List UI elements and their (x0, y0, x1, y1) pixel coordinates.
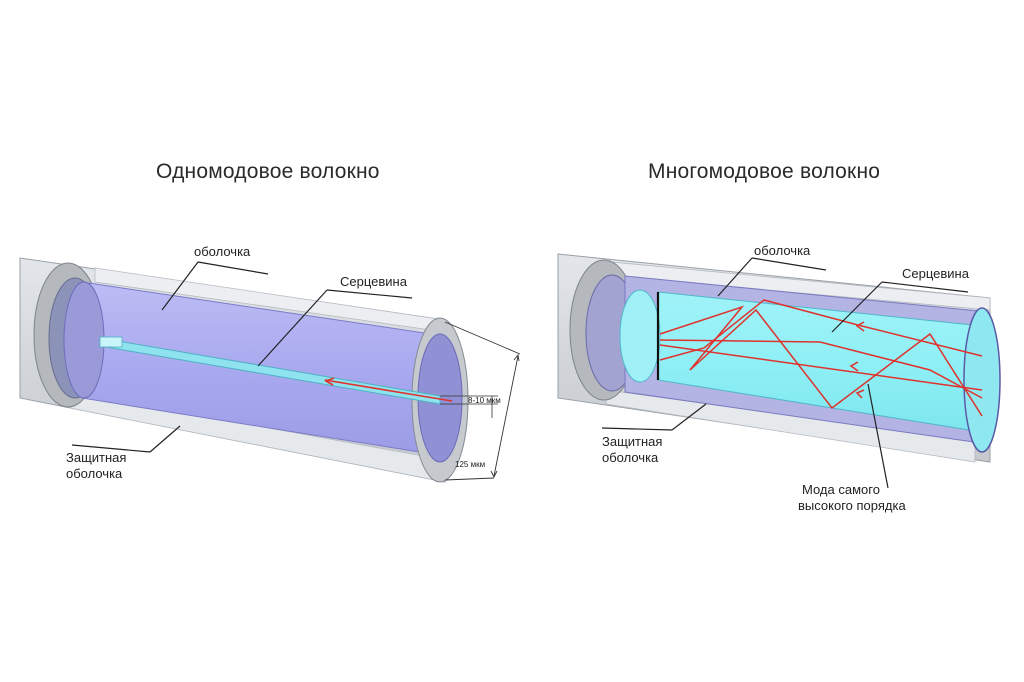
sm-core-leader-h (326, 289, 413, 299)
mm-cladding-leader (717, 257, 753, 297)
mm-coating-label-line2: оболочка (602, 450, 659, 465)
sm-cladding-leader (161, 261, 199, 311)
sm-ray-arrow (324, 377, 335, 386)
sm-core-leader (257, 289, 328, 367)
mm-mode-leader (867, 383, 889, 489)
sm-core-tip (99, 336, 123, 348)
sm-fiber-dimension-label: 125 мкм (455, 460, 485, 469)
sm-light-ray (324, 379, 453, 402)
mm-mode-label-line2: высокого порядка (798, 498, 906, 513)
mm-cladding-label: оболочка (754, 243, 811, 258)
mm-cladding-leader-h (751, 257, 827, 271)
single-mode-fiber: оболочка Серцевина Защитная оболочка 8-1… (19, 244, 521, 483)
mm-mode-label-line1: Мода самого (802, 482, 880, 497)
mm-ray-low-order (659, 299, 983, 361)
sm-core-dimension-label: 8-10 мкм (468, 396, 501, 405)
sm-cladding-label: оболочка (194, 244, 251, 259)
mm-ray-axial (659, 344, 983, 391)
sm-coating-label-line2: оболочка (66, 466, 123, 481)
mm-core-label: Серцевина (902, 266, 970, 281)
mm-end-face-right (963, 307, 1001, 453)
mm-coating-label-line1: Защитная (602, 434, 662, 449)
sm-coating-label-line1: Защитная (66, 450, 126, 465)
single-mode-title: Одномодовое волокно (156, 160, 380, 183)
mm-coating-leader-h (601, 427, 673, 431)
multi-mode-title: Многомодовое волокно (648, 160, 881, 183)
mm-core-leader (831, 281, 883, 333)
mm-core-left-face (619, 289, 661, 383)
multi-mode-fiber: оболочка Серцевина Защитная оболочка Мод… (557, 243, 1001, 513)
mm-ray-mid-order (659, 339, 983, 399)
mm-ray-highest-order (659, 305, 983, 417)
sm-cladding-left-face (63, 281, 105, 399)
sm-dimension-125 (444, 321, 521, 481)
sm-coating-leader-h (71, 444, 151, 453)
mm-core-leader-h (881, 281, 969, 293)
sm-dimension-core (440, 395, 498, 418)
mm-light-rays (659, 299, 983, 417)
mm-coating-leader (671, 403, 707, 431)
sm-coating-leader (149, 425, 181, 453)
sm-core-label: Серцевина (340, 274, 408, 289)
sm-cladding-leader-h (197, 261, 269, 275)
mm-ray-arrows (849, 321, 865, 399)
